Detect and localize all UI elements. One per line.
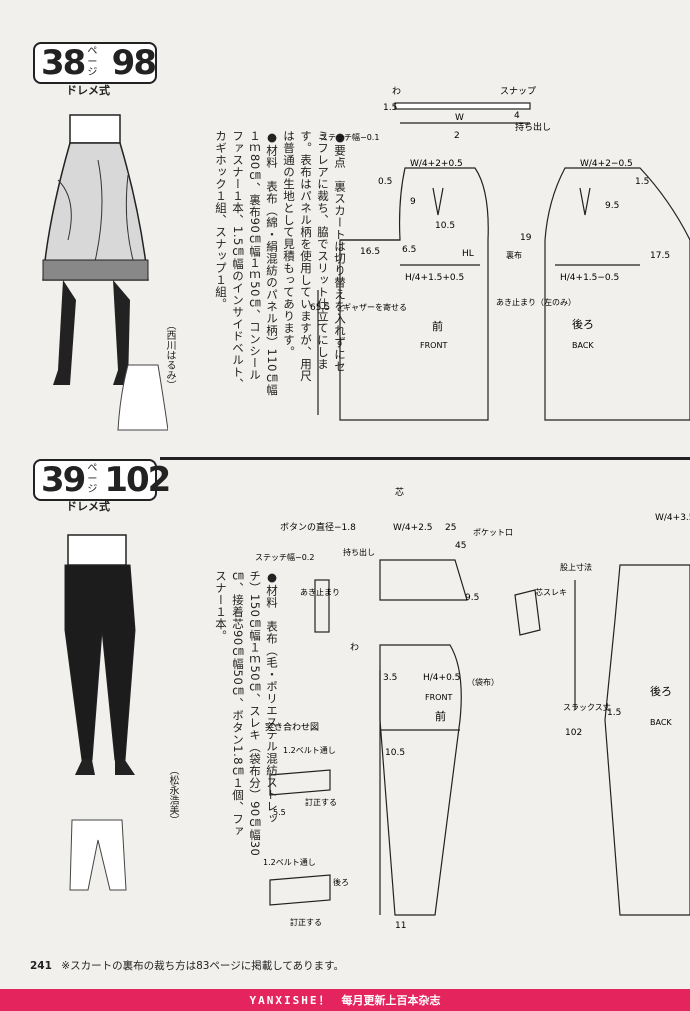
label-v2: 2 <box>454 131 460 141</box>
label-slacks-num: 102 <box>565 728 582 738</box>
label-shin-sureki: 芯スレキ <box>535 587 567 597</box>
footnote-text: ※スカートの裏布の裁ち方は83ページに掲載してあります。 <box>61 960 345 972</box>
label-back-en: BACK <box>650 718 672 727</box>
label-back-jp: 後ろ <box>572 317 594 331</box>
label-h-back: H/4+1.5−0.5 <box>560 273 619 283</box>
label-mochidashi: 持ち出し <box>515 121 551 133</box>
label-v165: 16.5 <box>360 247 380 257</box>
label-v105: 10.5 <box>385 748 405 758</box>
label-h4: H/4+0.5 <box>423 673 460 683</box>
label-v95: 9.5 <box>465 593 479 603</box>
label-akidomari: あき止まり（左のみ） <box>496 297 576 307</box>
item-39-credit: （松永浩美） <box>167 765 178 825</box>
label-v4: 4 <box>514 111 520 121</box>
skirt-illustration <box>42 114 168 431</box>
label-front-jp: 前 <box>435 709 446 723</box>
footer-slogan: 每月更新上百本杂志 <box>341 994 441 1007</box>
footer-brand: YANXISHE！ <box>249 994 332 1007</box>
label-belt1: 1.2ベルト通し <box>283 745 336 755</box>
label-wa: わ <box>350 642 359 653</box>
label-v15b: 1.5 <box>635 177 649 187</box>
label-v11: 11 <box>395 921 406 931</box>
label-matagami: 股上寸法 <box>560 562 592 572</box>
label-belt2: 1.2ベルト通し <box>263 857 316 867</box>
label-v55: 5.5 <box>273 808 286 817</box>
label-pocket: ポケット口 <box>473 528 513 537</box>
label-teisei2: 訂正する <box>290 917 322 927</box>
page-label: ページ <box>87 463 98 496</box>
label-len: 65.5 <box>310 303 330 313</box>
label-v05: 0.5 <box>378 177 392 187</box>
label-urafu: 裏布 <box>506 250 522 260</box>
item-38-materials: ●材料 表布（綿・絹混紡のパネル柄）110㎝幅 １ｍ80㎝、裏布90㎝幅１ｍ50… <box>214 130 279 396</box>
label-v15: 1.5 <box>383 103 397 113</box>
label-h-front: H/4+1.5+0.5 <box>405 273 464 283</box>
label-v35: 3.5 <box>383 673 397 683</box>
item-38-subtitle: ドレメ式 <box>66 84 110 97</box>
page-number: 98 <box>111 43 157 83</box>
label-tsukiawase: 突き合わせ図 <box>265 721 319 733</box>
label-front-en: FRONT <box>425 693 452 702</box>
label-stitch: ステッチ幅−0.1 <box>320 132 379 142</box>
label-back-jp: 後ろ <box>650 684 672 698</box>
label-back-en: BACK <box>572 341 594 350</box>
page-number: 102 <box>104 460 171 500</box>
label-fukuro: （袋布） <box>467 677 499 687</box>
label-v65: 6.5 <box>402 245 416 255</box>
label-hl: HL <box>462 249 474 259</box>
label-stitch: ステッチ幅−0.2 <box>255 552 314 562</box>
label-mochidashi: 持ち出し <box>343 547 375 557</box>
footnote: 241 ※スカートの裏布の裁ち方は83ページに掲載してあります。 <box>30 958 344 973</box>
page-label: ページ <box>87 46 98 79</box>
pants-illustration <box>64 534 136 891</box>
label-akidomari: あき止まり <box>300 587 340 597</box>
label-teisei: 訂正する <box>305 797 337 807</box>
label-shin: 芯 <box>395 486 404 498</box>
label-w: W <box>455 113 464 123</box>
item-39-materials: ●材料 表布（毛・ポリエステル混紡ストレッ チ）150㎝幅１ｍ50㎝、スレキ（袋… <box>214 570 279 857</box>
label-slacks: スラックス丈 <box>563 702 611 712</box>
label-gather: ギャザーを寄せる <box>343 302 407 312</box>
item-39-subtitle: ドレメ式 <box>66 500 110 513</box>
label-w4b: W/4+3.5 <box>655 513 690 523</box>
label-v25: 25 <box>445 523 456 533</box>
label-v45: 45 <box>455 541 466 551</box>
label-front-jp: 前 <box>432 319 443 333</box>
item-38-badge: 38 ページ 98 <box>33 42 157 84</box>
label-v9: 9 <box>410 197 416 207</box>
page-folio: 241 <box>30 960 52 972</box>
item-38-points: ●要点 裏スカートは切り替えを入れずにセ ミフレアに裁ち、脇でスリット仕立てにし… <box>282 130 347 382</box>
label-v175: 17.5 <box>650 251 670 261</box>
label-wa: わ <box>392 86 401 97</box>
item-38-credit: （西川はるみ） <box>164 320 175 390</box>
section-divider <box>160 457 690 460</box>
label-w4a: W/4+2.5 <box>393 523 433 533</box>
label-w4-back: W/4+2−0.5 <box>580 159 633 169</box>
label-v15: 1.5 <box>607 708 621 718</box>
item-number: 39 <box>41 460 86 500</box>
label-v19: 19 <box>520 233 532 243</box>
footer-banner: YANXISHE！ 每月更新上百本杂志 <box>0 989 690 1011</box>
item-39-badge: 39 ページ 102 <box>33 459 171 501</box>
label-w4-front: W/4+2+0.5 <box>410 159 463 169</box>
label-v105: 10.5 <box>435 221 455 231</box>
label-snap: スナップ <box>500 86 536 97</box>
label-ushiro: 後ろ <box>333 877 349 887</box>
label-v95: 9.5 <box>605 201 619 211</box>
skirt-pattern-diagram: わ スナップ 1.5 W 4 2 持ち出し W/4+2+0.5 W/4+2−0.… <box>310 86 690 421</box>
label-front-en: FRONT <box>420 341 447 350</box>
item-number: 38 <box>41 43 86 83</box>
slacks-pattern-diagram: 芯 ボタンの直径−1.8 ステッチ幅−0.2 あき止まり 持ち出し わ W/4+… <box>255 486 690 931</box>
label-button: ボタンの直径−1.8 <box>280 521 356 533</box>
